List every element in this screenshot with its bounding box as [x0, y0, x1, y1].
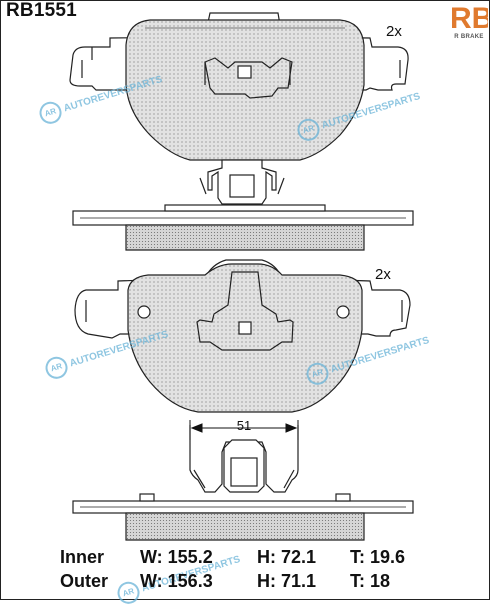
- inner-pad-front-view: [69, 12, 414, 251]
- spec-width: W: 156.3: [140, 571, 213, 591]
- spec-width: W: 155.2: [140, 547, 213, 567]
- brand-logo: RB R BRAKE: [450, 4, 488, 44]
- spec-name: Inner: [60, 547, 105, 567]
- spec-table: Inner W: 155.2 H: 72.1 T: 19.6 Outer W: …: [0, 547, 490, 595]
- outer-friction-material: [127, 263, 363, 413]
- spec-height: H: 72.1: [257, 547, 317, 567]
- brand-logo-text: R BRAKE: [454, 34, 484, 40]
- spec-height: H: 71.1: [257, 571, 317, 591]
- outer-side-view-friction: [125, 512, 365, 541]
- dimension-51: [189, 420, 299, 440]
- part-number: RB1551: [6, 0, 77, 21]
- outer-pad-front-view: [72, 259, 414, 541]
- spec-thickness: T: 19.6: [350, 547, 406, 567]
- spec-thickness: T: 18: [350, 571, 391, 591]
- spec-row-inner: Inner W: 155.2 H: 72.1 T: 19.6: [0, 547, 490, 571]
- dimension-label: 51: [237, 418, 251, 433]
- brand-logo-mark: RB: [450, 4, 488, 35]
- inner-quantity-label: 2x: [386, 23, 402, 40]
- spec-row-outer: Outer W: 156.3 H: 71.1 T: 18: [0, 571, 490, 595]
- inner-side-view-friction: [125, 224, 365, 251]
- outer-quantity-label: 2x: [375, 266, 391, 283]
- spec-name: Outer: [60, 571, 109, 591]
- inner-friction-material: [125, 19, 365, 161]
